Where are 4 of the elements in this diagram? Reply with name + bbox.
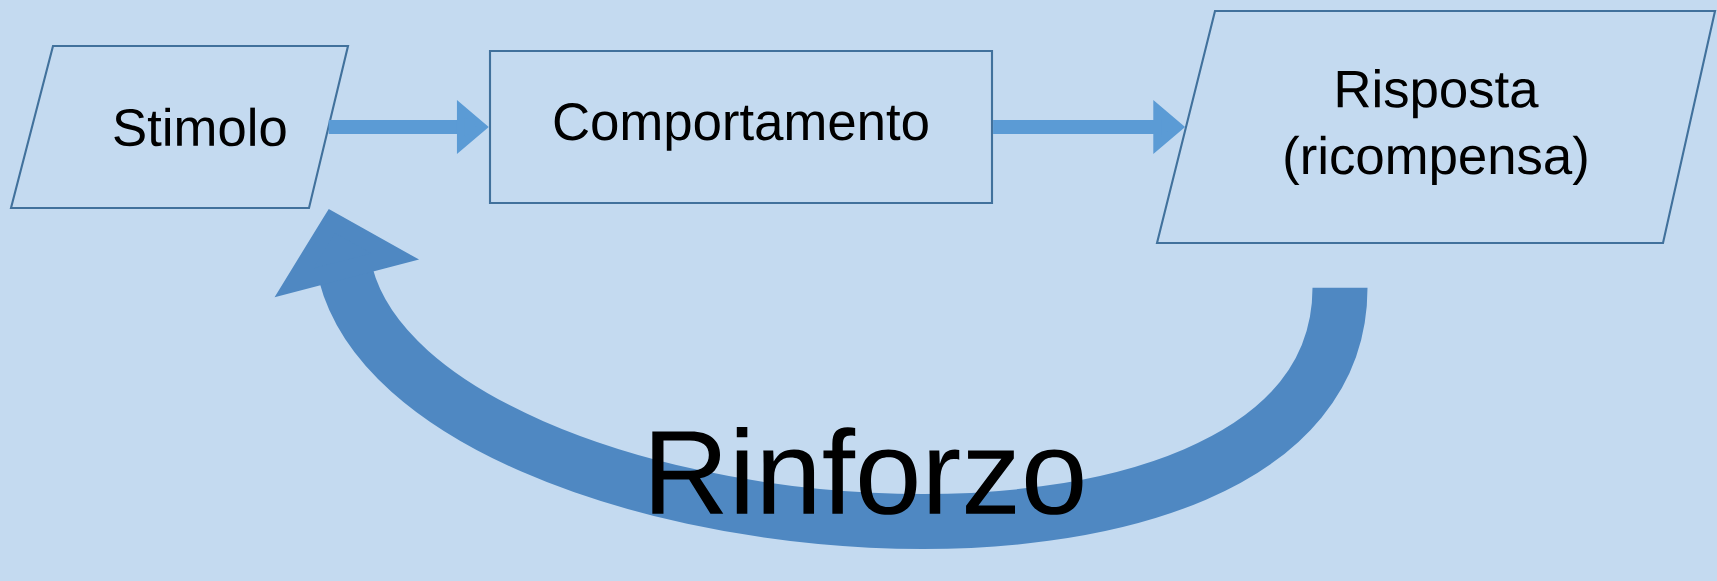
parallelogram-box: Risposta (ricompensa) [1155,9,1717,245]
edge-label: Rinforzo [652,427,1083,515]
parallelogram-box: Stimolo [9,44,350,210]
process-box: Comportamento [488,49,994,205]
